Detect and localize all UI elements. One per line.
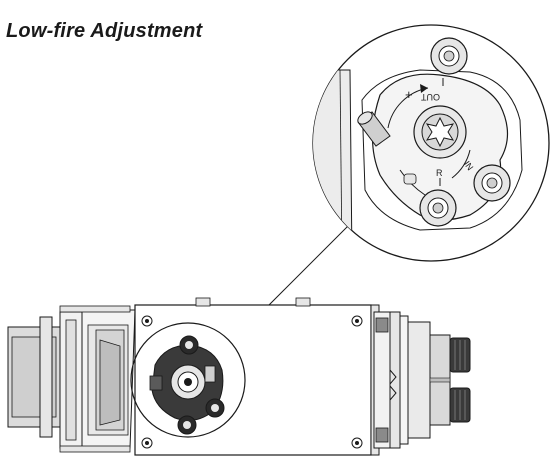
- label-r: R: [436, 168, 443, 178]
- adjustment-screw: [414, 106, 466, 158]
- corner-screw-tl: [142, 316, 152, 326]
- label-out: OUT: [421, 92, 441, 102]
- label-plus: +: [405, 87, 413, 102]
- screw-boss-bottom: [420, 190, 456, 226]
- corner-screw-br: [352, 438, 362, 448]
- screw-boss-top: [431, 38, 467, 74]
- valve-body: [8, 298, 470, 455]
- corner-screw-bl: [142, 438, 152, 448]
- corner-screw-tr: [352, 316, 362, 326]
- screw-boss-right: [474, 165, 510, 201]
- magnified-detail: OUT + IN R: [312, 25, 549, 261]
